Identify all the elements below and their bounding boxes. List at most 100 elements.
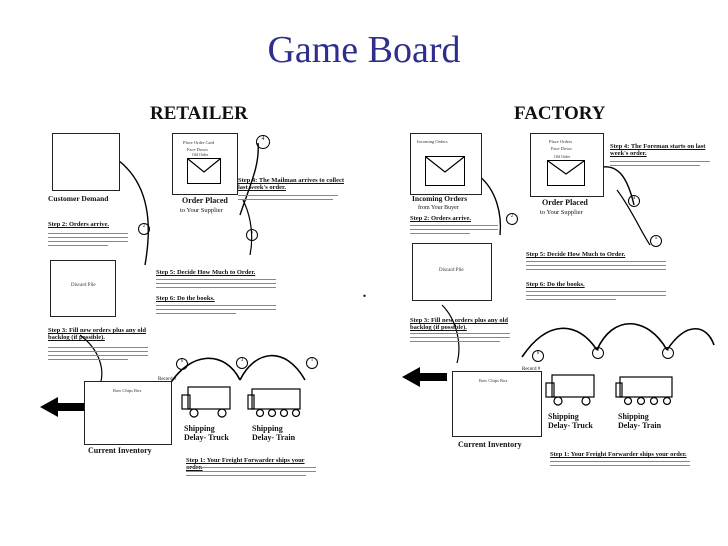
shipping-truck-label: Shipping Delay- Truck — [184, 424, 229, 442]
retailer-step-3: Step 3: Fill new orders plus any old bac… — [48, 327, 147, 342]
text-line — [238, 199, 333, 200]
text-line — [156, 305, 276, 306]
step-5-marker: 5 — [246, 229, 258, 241]
step-3-marker: 3 — [592, 347, 604, 359]
step-2-marker: 2 — [138, 223, 150, 235]
text-line — [410, 229, 498, 230]
text-line — [238, 195, 338, 196]
shipping-truck-label: Shipping Delay- Truck — [548, 412, 593, 430]
text-line — [156, 279, 276, 280]
text-line — [410, 333, 510, 334]
old-order-label: Old Order — [554, 154, 571, 159]
text-line — [610, 165, 700, 166]
text-line — [48, 359, 128, 360]
to-supplier-label: to Your Supplier — [180, 207, 223, 214]
retailer-step-4: Step 4: The Mailman arrives to collect l… — [238, 177, 345, 192]
raw-chips-label: Raw Chips Box — [113, 388, 142, 393]
order-placed-label: Order Placed — [542, 198, 588, 207]
step-4-marker: 4 — [628, 195, 640, 207]
text-line — [48, 355, 148, 356]
text-line — [410, 341, 500, 342]
step-6-marker: 6 — [176, 358, 188, 370]
train-icon — [615, 373, 676, 409]
order-card-top: Place Order Card — [183, 140, 215, 145]
text-line — [526, 295, 666, 296]
order-card-mid: Face Down — [187, 147, 208, 152]
retailer-header: RETAILER — [150, 103, 248, 124]
incoming-orders-box: Incoming Orders — [410, 133, 482, 195]
text-line — [186, 471, 316, 472]
text-line — [526, 299, 616, 300]
discard-pile-label: Discard Pile — [71, 283, 96, 288]
order-card-mid: Face Down — [551, 146, 572, 151]
step-1-marker: 1 — [662, 347, 674, 359]
raw-chips-label: Raw Chips Box — [479, 378, 508, 383]
discard-pile-label: Discard Pile — [439, 268, 464, 273]
text-line — [610, 161, 710, 162]
discard-pile-box: Discard Pile — [50, 260, 116, 317]
factory-header: FACTORY — [514, 103, 606, 124]
envelope-icon: Old Order — [187, 152, 221, 184]
current-inventory-label: Current Inventory — [458, 440, 522, 449]
text-line — [48, 351, 148, 352]
text-line — [410, 337, 510, 338]
factory-step-5: Step 5: Decide How Much to Order. — [526, 251, 626, 258]
factory-step-1: Step 1: Your Freight Forwarder ships you… — [550, 451, 687, 458]
retailer-step-6: Step 6: Do the books. — [156, 295, 215, 302]
customer-demand-label: Customer Demand — [48, 194, 109, 203]
envelope-icon: Old Order — [547, 154, 585, 186]
text-line — [410, 233, 470, 234]
factory-step-6: Step 6: Do the books. — [526, 281, 585, 288]
step-6-marker: 6 — [532, 350, 544, 362]
step-4-marker: 4 — [256, 135, 270, 149]
factory-step-2: Step 2: Orders arrive. — [410, 215, 472, 222]
factory-step-4: Step 4: The Foreman starts on last week'… — [610, 143, 706, 158]
text-line — [186, 467, 316, 468]
raw-chips-box: Raw Chips Box — [452, 371, 542, 437]
slide-title: Game Board — [267, 29, 461, 71]
old-order-label: Old Order — [192, 152, 209, 157]
shipping-train-label: Shipping Delay- Train — [618, 412, 662, 430]
incoming-orders-label: Incoming Orders — [412, 194, 468, 203]
text-line — [186, 475, 306, 476]
incoming-card-label: Incoming Orders — [417, 139, 448, 144]
text-line — [156, 287, 276, 288]
truck-icon — [545, 373, 596, 409]
customer-demand-box — [52, 133, 120, 191]
step-5-marker: 5 — [650, 235, 662, 247]
record-label: Record # — [158, 377, 177, 382]
text-line — [526, 261, 666, 262]
text-line — [550, 461, 690, 462]
text-line — [526, 291, 666, 292]
text-line — [48, 347, 148, 348]
current-inventory-label: Current Inventory — [88, 446, 152, 455]
step-3-marker: 3 — [236, 357, 248, 369]
retailer-step-2: Step 2: Orders arrive. — [48, 221, 110, 228]
to-supplier-label: to Your Supplier — [540, 209, 583, 216]
from-buyer-label: from Your Buyer — [418, 205, 459, 211]
text-line — [48, 233, 128, 234]
order-card-top: Place Orders — [549, 139, 573, 144]
step-1-marker: 1 — [306, 357, 318, 369]
retailer-step-1: Step 1: Your Freight Forwarder ships you… — [186, 457, 305, 471]
order-card-box: Place Order Card Face Down Old Order — [172, 133, 238, 195]
text-line — [48, 237, 128, 238]
text-line — [526, 265, 666, 266]
record-label: Record # — [522, 367, 541, 372]
text-line — [48, 241, 128, 242]
train-icon — [247, 385, 304, 421]
retailer-step-5: Step 5: Decide How Much to Order. — [156, 269, 256, 276]
step-2-marker: 2 — [506, 213, 518, 225]
text-line — [156, 309, 276, 310]
text-line — [550, 465, 690, 466]
text-line — [48, 245, 108, 246]
envelope-icon — [425, 156, 465, 186]
order-placed-label: Order Placed — [182, 196, 228, 205]
text-line — [156, 283, 276, 284]
shipping-train-label: Shipping Delay- Train — [252, 424, 296, 442]
factory-step-3: Step 3: Fill new orders plus any old bac… — [410, 317, 509, 332]
text-line — [410, 225, 498, 226]
text-line — [156, 313, 236, 314]
truck-icon — [181, 385, 232, 421]
discard-pile-box: Discard Pile — [412, 243, 492, 301]
